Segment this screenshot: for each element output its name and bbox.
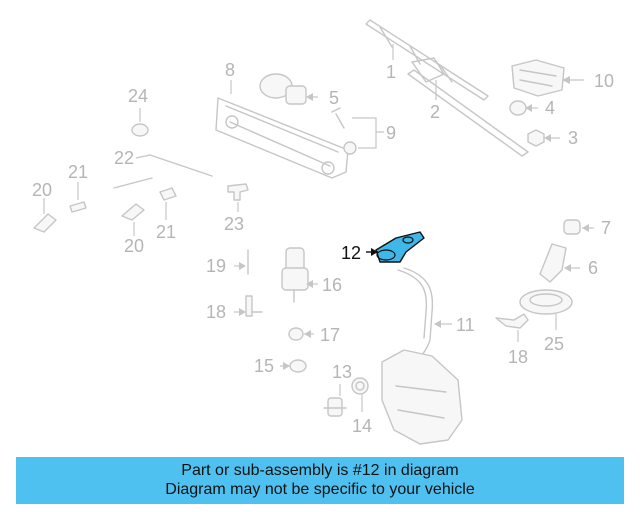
part-8-linkage[interactable] bbox=[215, 80, 349, 179]
callout-8: 8 bbox=[225, 60, 235, 80]
callout-18-b: 18 bbox=[508, 347, 528, 367]
part-2-wiper-arm[interactable] bbox=[407, 57, 529, 157]
callout-1: 1 bbox=[386, 62, 396, 82]
part-23-tee[interactable] bbox=[227, 183, 249, 212]
callout-22: 22 bbox=[114, 148, 134, 168]
part-18-fitting-right[interactable] bbox=[495, 313, 529, 342]
callout-15: 15 bbox=[254, 356, 274, 376]
callout-10: 10 bbox=[594, 71, 614, 91]
callout-21-a: 21 bbox=[68, 162, 88, 182]
part-15-seal[interactable] bbox=[280, 359, 307, 373]
callout-17: 17 bbox=[320, 325, 340, 345]
callout-3: 3 bbox=[568, 128, 578, 148]
part-19-pin[interactable] bbox=[234, 249, 249, 275]
part-20-nozzle-lower[interactable] bbox=[121, 203, 145, 236]
callout-13: 13 bbox=[332, 362, 352, 382]
banner-line-1: Part or sub-assembly is #12 in diagram bbox=[181, 462, 459, 479]
part-17-grommet[interactable] bbox=[288, 327, 314, 341]
callout-18-a: 18 bbox=[206, 302, 226, 322]
part-25-cover[interactable] bbox=[519, 289, 573, 330]
callout-14: 14 bbox=[352, 416, 372, 436]
part-5-motor[interactable] bbox=[259, 73, 318, 105]
part-14-seal-ring[interactable] bbox=[351, 377, 369, 412]
callout-5: 5 bbox=[329, 88, 339, 108]
part-10-motor[interactable] bbox=[511, 59, 584, 97]
info-banner: Part or sub-assembly is #12 in diagram D… bbox=[16, 457, 624, 504]
callout-6: 6 bbox=[588, 258, 598, 278]
callout-9: 9 bbox=[386, 123, 396, 143]
part-12-filler-neck[interactable] bbox=[366, 231, 425, 263]
part-1-wiper-blade[interactable] bbox=[365, 19, 489, 101]
callout-4: 4 bbox=[545, 98, 555, 118]
parts-diagram: 1 2 10 4 3 8 5 bbox=[32, 19, 614, 445]
part-24-grommet[interactable] bbox=[131, 108, 149, 137]
callout-11: 11 bbox=[456, 315, 475, 335]
callout-23: 23 bbox=[224, 214, 244, 234]
callout-21-b: 21 bbox=[156, 222, 176, 242]
callout-16: 16 bbox=[322, 275, 342, 295]
callout-2: 2 bbox=[430, 102, 440, 122]
part-4-cap[interactable] bbox=[509, 100, 538, 116]
part-6-bracket[interactable] bbox=[539, 243, 580, 283]
banner-line-2: Diagram may not be specific to your vehi… bbox=[165, 481, 475, 498]
part-21-connector-lower[interactable] bbox=[159, 187, 177, 220]
part-3-nut[interactable] bbox=[527, 129, 560, 147]
callout-20-a: 20 bbox=[32, 180, 52, 200]
callout-7: 7 bbox=[601, 218, 611, 238]
part-7-bushing[interactable] bbox=[563, 219, 594, 235]
part-20-nozzle-upper[interactable] bbox=[33, 198, 57, 233]
part-22-hose[interactable] bbox=[113, 154, 213, 189]
part-18-fitting-left[interactable] bbox=[234, 295, 263, 317]
part-13-sensor[interactable] bbox=[323, 384, 347, 417]
callout-12: 12 bbox=[341, 243, 361, 263]
callout-19: 19 bbox=[206, 256, 226, 276]
part-9-bolt[interactable] bbox=[331, 107, 384, 155]
part-21-connector-upper[interactable] bbox=[69, 182, 87, 213]
part-16-pump[interactable] bbox=[281, 247, 318, 303]
callout-25: 25 bbox=[544, 334, 564, 354]
callout-24: 24 bbox=[128, 86, 148, 106]
callout-20-b: 20 bbox=[124, 236, 144, 256]
part-11-reservoir[interactable] bbox=[381, 267, 463, 445]
